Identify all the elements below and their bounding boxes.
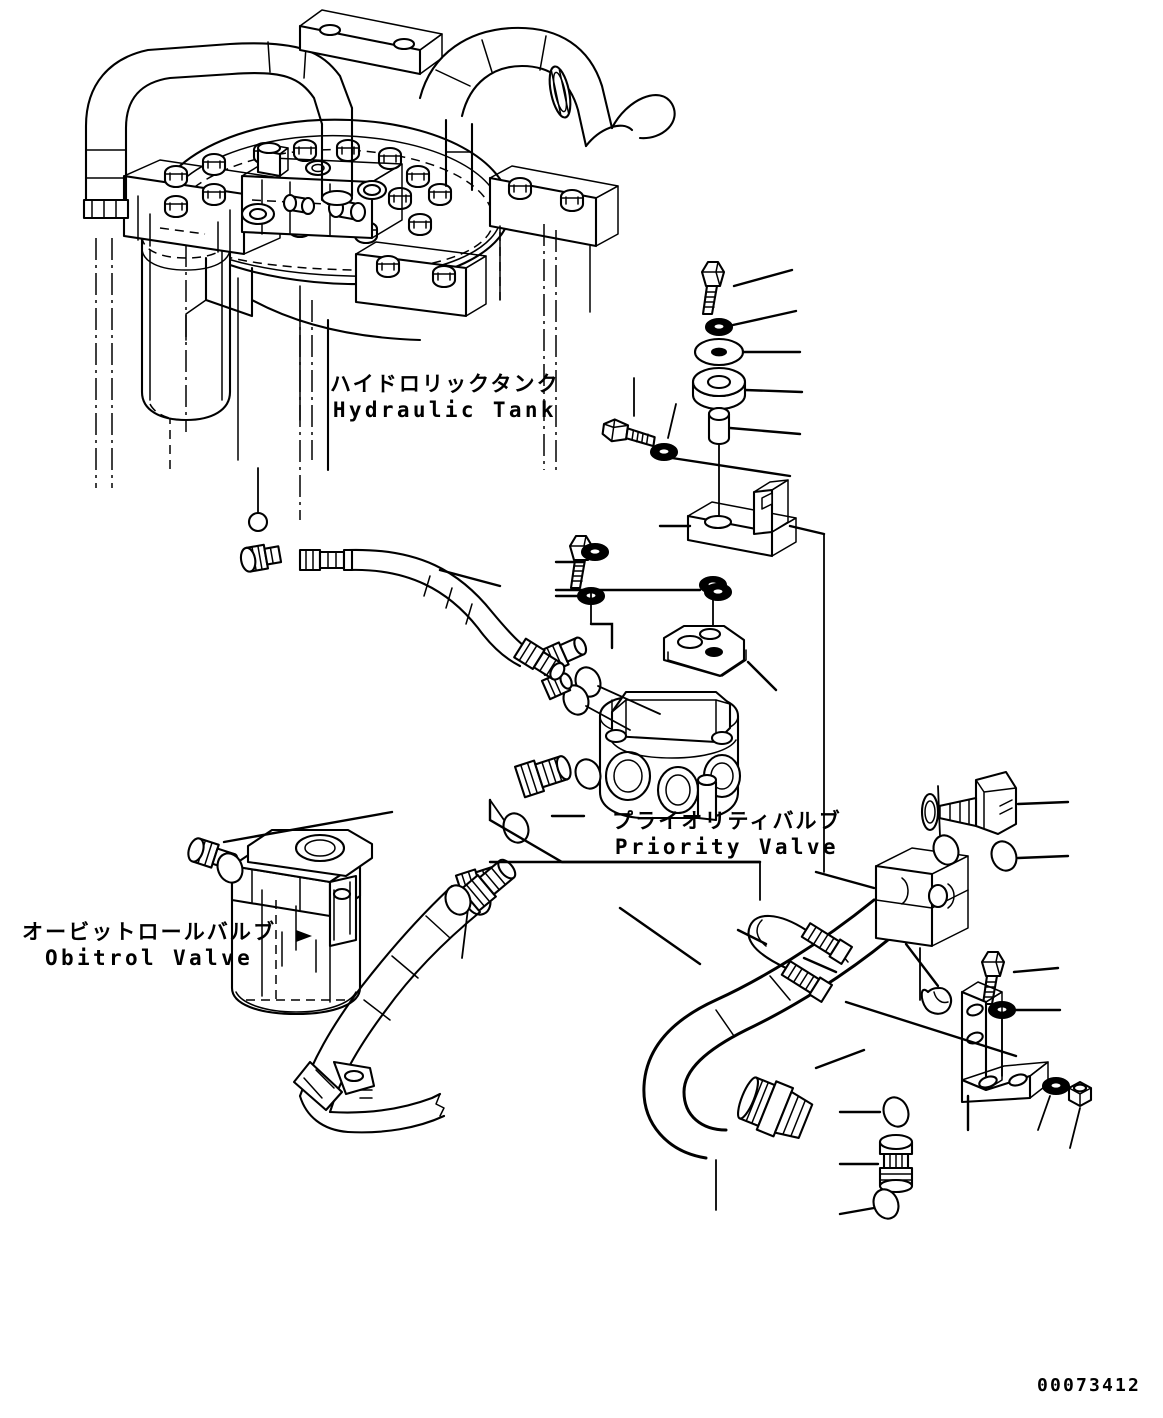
lock-washer-nut-side — [1041, 1076, 1071, 1096]
label-hydraulic-tank-jp: ハイドロリックタンク — [330, 372, 560, 396]
mounting-bracket-lower — [960, 981, 1049, 1104]
leader-line — [1012, 966, 1060, 974]
lock-washer-plate-right — [703, 582, 733, 602]
obitrol-side-fitting — [187, 810, 394, 888]
suction-pipe-left — [82, 42, 234, 220]
drawing-number: 00073412 — [1037, 1375, 1141, 1396]
hex-bolt-upper — [700, 260, 726, 316]
connector-fittings-left — [454, 636, 588, 902]
leader-line — [728, 426, 802, 436]
return-pipe-right — [418, 26, 676, 148]
lock-washer-upper — [704, 317, 734, 337]
tank-mounting-bracket-right — [488, 165, 619, 313]
leader-line — [1016, 800, 1070, 806]
hose-assembly-lower — [292, 858, 517, 1134]
o-ring-elbow-left — [928, 830, 964, 870]
leader-line — [670, 456, 792, 478]
hex-nut-lower — [1067, 1080, 1093, 1108]
leader-line — [844, 1000, 1018, 1058]
hex-bolt-side-upper — [600, 417, 658, 449]
priority-valve-mounting-plate — [662, 624, 747, 678]
obitrol-valve-unit — [230, 828, 374, 1016]
tube-end-coupling — [737, 1076, 814, 1139]
hose-assembly-upper — [298, 548, 566, 681]
label-priority-valve-jp: プライオリティバルブ — [612, 809, 842, 833]
leader-line — [222, 810, 394, 844]
elbow-fitting — [920, 770, 1070, 876]
leader-line — [736, 928, 768, 946]
reference-leader-lines — [488, 860, 762, 901]
fastener-stack-lower — [844, 942, 1093, 1149]
hose-grommet-clip — [920, 986, 953, 1015]
label-obitrol-valve: オービットロールバルブ Obitrol Valve — [22, 920, 276, 971]
u-bolt-clamp — [736, 914, 854, 1003]
straight-fitting — [838, 1092, 914, 1224]
leader-line — [788, 524, 826, 536]
leader-line — [438, 568, 502, 588]
label-priority-valve-en: Priority Valve — [614, 834, 839, 859]
leader-line — [814, 1048, 866, 1070]
tank-mounting-bracket-lower — [354, 241, 487, 318]
mounting-bracket-upper — [686, 479, 797, 558]
flat-washer-upper — [693, 337, 745, 367]
hose-end-fitting-left — [239, 467, 283, 573]
label-obitrol-valve-jp: オービットロールバルブ — [22, 920, 277, 944]
standpipe-center — [320, 106, 354, 207]
hydraulic-tank-top-assembly — [82, 9, 676, 520]
leader-line — [731, 309, 798, 327]
fastener-stack-upper — [600, 260, 826, 873]
hose-clamp-bracket — [292, 1060, 376, 1112]
leader-line — [838, 1206, 876, 1216]
leader-line — [618, 906, 702, 966]
rubber-bushing — [707, 406, 731, 446]
fastener-stack-middle — [554, 534, 778, 692]
o-ring-elbow — [986, 836, 1022, 876]
steel-tube-u-bend — [618, 898, 902, 1211]
priority-valve-body — [598, 690, 742, 822]
lock-washer-plate-left — [580, 542, 610, 562]
label-hydraulic-tank-en: Hydraulic Tank — [332, 397, 557, 422]
label-priority-valve: プライオリティバルブ Priority Valve — [612, 809, 842, 860]
tank-substructure — [185, 256, 422, 342]
tank-top-strap — [298, 9, 443, 76]
label-hydraulic-tank: ハイドロリックタンク Hydraulic Tank — [330, 372, 560, 423]
o-ring-fitting-upper — [878, 1092, 914, 1132]
leader-line — [802, 956, 838, 974]
return-pipe-down — [444, 118, 474, 192]
leader-line — [1016, 854, 1070, 860]
leader-line — [743, 388, 804, 394]
tank-extension-lines — [95, 224, 557, 520]
leader-line — [732, 268, 794, 288]
leader-line — [904, 942, 940, 988]
leader-line — [746, 660, 778, 692]
leader-line — [814, 870, 876, 890]
label-obitrol-valve-en: Obitrol Valve — [45, 945, 254, 970]
hex-bolt-lower — [980, 950, 1006, 1006]
spacer-washer-upper — [691, 366, 747, 411]
